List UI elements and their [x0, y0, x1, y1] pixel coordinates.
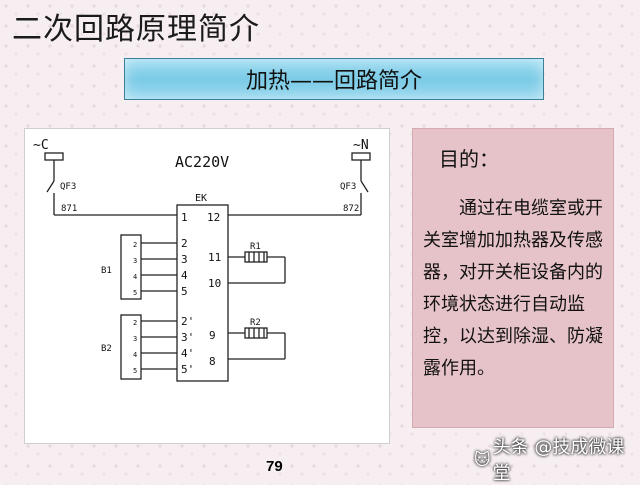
sensor-b2-block [120, 314, 142, 380]
breaker-right-switch [360, 180, 369, 193]
heater-r2-label: R2 [250, 318, 261, 328]
ek-pin: 5' [181, 363, 194, 376]
subtitle-banner: 加热——回路简介 [124, 58, 544, 100]
ek-pin: 2' [181, 315, 194, 328]
sensor-b2-label: B2 [101, 344, 112, 354]
ek-pin: 4' [181, 347, 194, 360]
subtitle-text: 加热——回路简介 [245, 69, 422, 94]
purpose-box: 目的： 通过在电缆室或开关室增加加热器及传感器，对开关柜设备内的环境状态进行自动… [412, 128, 614, 428]
wire-left-label: 871 [61, 204, 77, 214]
purpose-heading: 目的： [439, 147, 499, 171]
ek-pin: 10 [208, 277, 221, 290]
sensor-pin: 5 [133, 367, 137, 375]
sensor-b1-label: B1 [101, 266, 112, 276]
ek-pin: 5 [181, 285, 188, 298]
watermark-text: 头条 @技成微课堂 [492, 437, 625, 484]
ek-pin: 11 [208, 251, 221, 264]
sensor-pin: 4 [133, 351, 137, 359]
phase-right-label: ~N [353, 138, 369, 153]
ek-pin: 12 [207, 211, 220, 224]
page-number: 79 [266, 458, 283, 475]
ek-pin: 4 [181, 269, 188, 282]
ek-pin: 2 [181, 237, 188, 250]
breaker-left-label: QF3 [60, 182, 76, 192]
sensor-pin: 4 [133, 273, 137, 281]
sensor-pin: 3 [133, 257, 137, 265]
controller-label: EK [195, 193, 207, 204]
ek-pin: 3 [181, 253, 188, 266]
ek-pin: 3' [181, 331, 194, 344]
watermark: 🐱 头条 @技成微课堂 [474, 437, 640, 484]
ek-controller-box [176, 204, 229, 382]
heater-r1-label: R1 [250, 242, 261, 252]
wire-right-label: 872 [343, 204, 359, 214]
slide-title: 二次回路原理简介 [12, 12, 260, 47]
phase-left-label: ~C [33, 138, 49, 153]
ek-pin: 9 [209, 329, 216, 342]
heating-circuit-diagram: ~C QF3 871 AC220V ~N QF3 872 EK 1 2 3 4 … [33, 138, 371, 382]
sensor-pin: 5 [133, 289, 137, 297]
purpose-body: 通过在电缆室或开关室增加加热器及传感器，对开关柜设备内的环境状态进行自动监控，以… [423, 198, 603, 379]
watermark-logo-icon: 🐱 [474, 449, 491, 469]
breaker-left-switch [46, 180, 55, 193]
supply-label: AC220V [175, 153, 229, 171]
breaker-right-label: QF3 [340, 182, 356, 192]
terminal-left [44, 152, 64, 161]
sensor-b1-block [120, 234, 142, 300]
sensor-pin: 2 [133, 241, 137, 249]
sensor-pin: 3 [133, 335, 137, 343]
ek-pin: 8 [209, 355, 216, 368]
sensor-pin: 2 [133, 319, 137, 327]
terminal-right [351, 152, 371, 161]
circuit-diagram-panel: ~C QF3 871 AC220V ~N QF3 872 EK 1 2 3 4 … [24, 128, 390, 444]
ek-pin: 1 [181, 211, 188, 224]
